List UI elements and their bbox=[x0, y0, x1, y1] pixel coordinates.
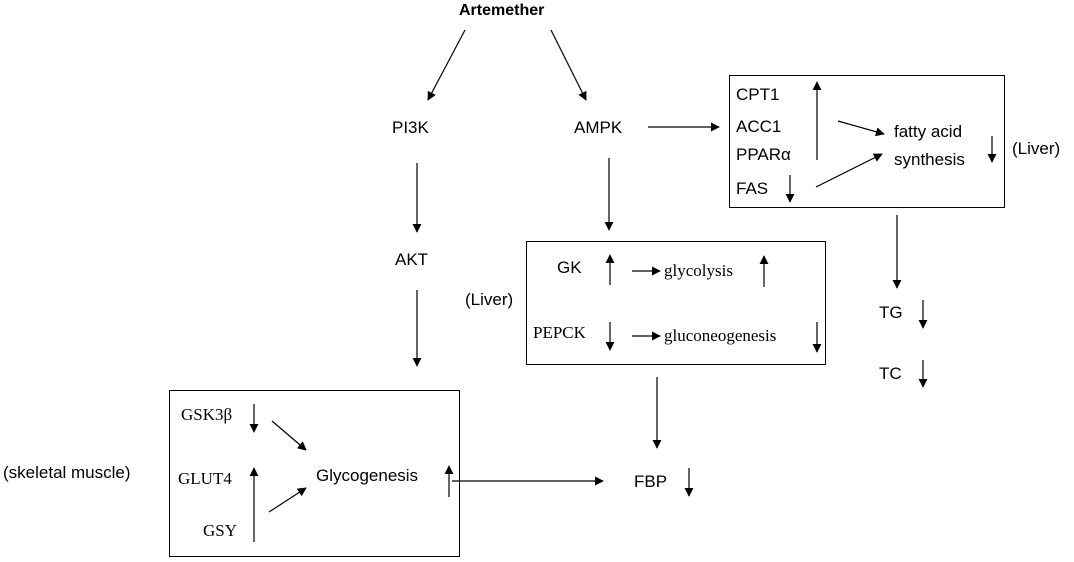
synthesis-label: synthesis bbox=[894, 150, 965, 169]
pi3k-label: PI3K bbox=[392, 118, 429, 137]
gk-label: GK bbox=[557, 258, 582, 277]
arrow-acc1-to-fa-synthesis bbox=[837, 120, 885, 137]
glycolysis-label: glycolysis bbox=[664, 261, 733, 280]
glut4-label: GLUT4 bbox=[178, 469, 232, 488]
liver-glucose-tissue-label: (Liver) bbox=[465, 290, 514, 309]
arrow-gsk3b-to-glycogenesis bbox=[271, 420, 307, 451]
liver-lipid-tissue-label: (Liver) bbox=[1012, 139, 1061, 158]
acc1-label: ACC1 bbox=[736, 117, 782, 136]
fbp-label: FBP bbox=[634, 472, 668, 491]
arrow-gsy-to-glycogenesis bbox=[268, 487, 307, 513]
ampk-label: AMPK bbox=[574, 118, 623, 137]
gluconeogenesis-label: gluconeogenesis bbox=[664, 326, 777, 345]
gsy-label: GSY bbox=[203, 521, 238, 540]
gsk3b-label: GSK3β bbox=[181, 405, 233, 424]
tc-label: TC bbox=[879, 364, 902, 383]
pepck-label: PEPCK bbox=[533, 323, 586, 342]
liver-glucose-box bbox=[526, 241, 826, 365]
skeletal-muscle-tissue-label: (skeletal muscle) bbox=[3, 463, 131, 482]
fas-label: FAS bbox=[736, 179, 769, 198]
fatty-acid-label: fatty acid bbox=[894, 122, 963, 141]
artemether-label: Artemether bbox=[459, 2, 545, 19]
ppar-alpha-label: PPARα bbox=[736, 145, 791, 164]
arrow-fas-to-fa-synthesis bbox=[815, 153, 883, 188]
arrow-artemether-to-ampk bbox=[550, 29, 587, 101]
akt-label: AKT bbox=[395, 250, 429, 269]
cpt1-label: CPT1 bbox=[736, 85, 780, 104]
glycogenesis-label: Glycogenesis bbox=[316, 466, 419, 485]
arrow-artemether-to-pi3k bbox=[427, 29, 466, 101]
liver-lipid-box bbox=[729, 75, 1005, 208]
tg-label: TG bbox=[879, 303, 903, 322]
muscle-box bbox=[169, 390, 460, 557]
